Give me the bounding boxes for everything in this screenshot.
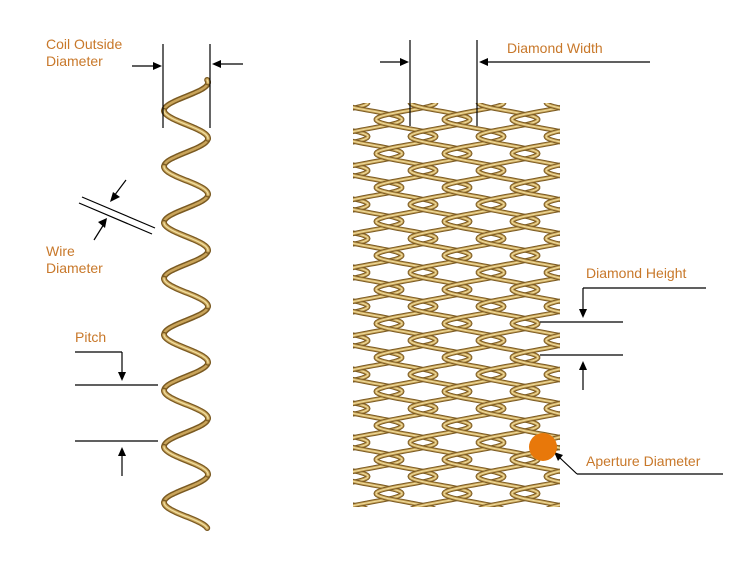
wire-diameter-label-line1: Wire [46,243,103,260]
arrowhead [579,361,587,370]
wire-diameter-arrow-upper [114,180,126,196]
arrowhead [153,62,162,70]
woven-coil-mesh [308,60,606,560]
arrowhead [118,447,126,456]
arrowhead [110,192,120,202]
aperture-leader-diagonal [559,457,577,474]
coil-outside-diameter-label-line2: Diameter [46,53,122,70]
diamond-width-label: Diamond Width [507,40,603,57]
wire-diameter-line-lower [79,203,152,234]
aperture-diameter-label: Aperture Diameter [586,453,700,470]
aperture-marker [529,433,557,461]
arrowhead [479,58,488,66]
arrowhead [579,309,587,318]
wire-diameter-arrow-lower [94,224,104,240]
wire-diameter-line-upper [82,197,155,228]
coil-outside-diameter-label: Coil Outside Diameter [46,36,122,70]
arrowhead [400,58,409,66]
wire-diameter-label: Wire Diameter [46,243,103,277]
coil-outside-diameter-label-line1: Coil Outside [46,36,122,53]
wire-diameter-label-line2: Diameter [46,260,103,277]
single-coil-spring [164,80,208,528]
diamond-height-label: Diamond Height [586,265,686,282]
arrowhead [212,60,221,68]
pitch-label: Pitch [75,329,106,346]
arrowhead [118,372,126,381]
